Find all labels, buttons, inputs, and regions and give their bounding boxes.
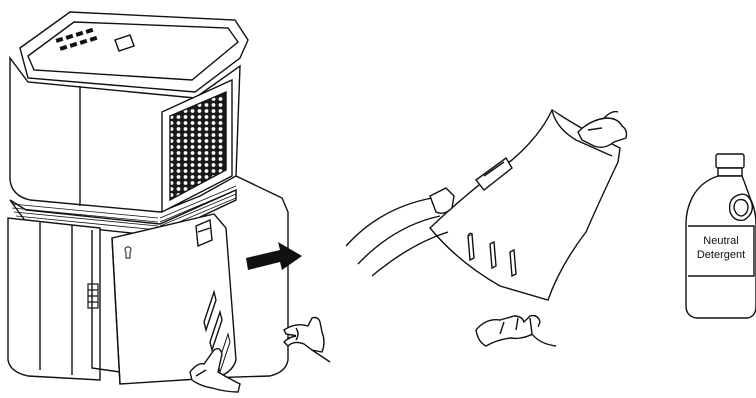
bottle-label-line1: Neutral — [703, 235, 738, 247]
hand-icon — [476, 316, 556, 346]
pull-direction-arrow — [246, 242, 302, 270]
lower-body — [8, 218, 100, 380]
bottle-label-line2: Detergent — [697, 249, 745, 261]
hand-icon — [578, 112, 627, 148]
dehumidifier-unit — [8, 12, 288, 384]
bottle-cap — [716, 154, 744, 168]
hand-icon — [284, 318, 330, 363]
